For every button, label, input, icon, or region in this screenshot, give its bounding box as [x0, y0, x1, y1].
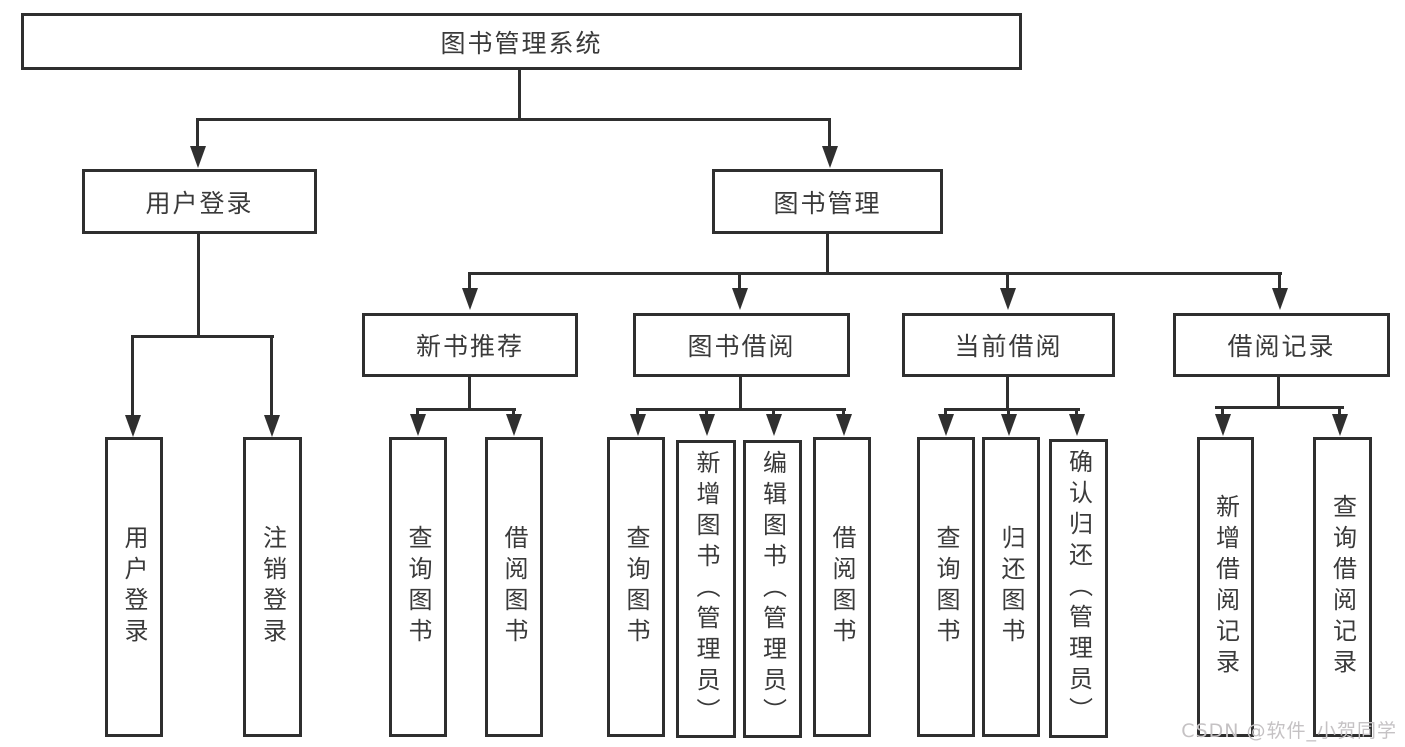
- connector-leaf-drop: [944, 408, 947, 416]
- connector-level3-rail: [468, 272, 1282, 275]
- leaf-query-book-current: 查询图书: [917, 437, 975, 737]
- leaf-logout-label: 注销登录: [258, 525, 287, 649]
- arrow-down-icon: [1001, 414, 1017, 436]
- connector-leaf-drop: [1221, 406, 1224, 416]
- leaf-return-book-label: 归还图书: [997, 525, 1025, 649]
- node-user-login-label: 用户登录: [145, 188, 254, 218]
- connector-leaf-drop: [1338, 406, 1341, 416]
- leaf-query-book-rec-label: 查询图书: [404, 525, 432, 649]
- leaf-edit-book-label: 编辑图书（管理员）: [758, 449, 787, 729]
- leaf-borrow-book-borrow: 借阅图书: [813, 437, 871, 737]
- node-current-borrow: 当前借阅: [902, 313, 1115, 377]
- arrow-down-icon: [462, 288, 478, 310]
- connector-leaf-drop: [636, 408, 639, 416]
- leaf-query-book-borrow: 查询图书: [607, 437, 665, 737]
- connector-level3-drop: [1278, 272, 1281, 290]
- arrow-down-icon: [1215, 414, 1231, 436]
- connector-leaf-drop: [131, 335, 134, 417]
- connector-leaf-drop: [842, 408, 845, 416]
- leaf-user-login: 用户登录: [105, 437, 163, 737]
- connector-book-mgmt-drop: [828, 118, 831, 148]
- connector-leaf-drop: [1007, 408, 1010, 416]
- arrow-down-icon: [630, 414, 646, 436]
- connector-new-book-rec-stem: [468, 377, 471, 410]
- arrow-down-icon: [1000, 288, 1016, 310]
- arrow-down-icon: [836, 414, 852, 436]
- node-book-borrow: 图书借阅: [633, 313, 850, 377]
- connector-book-borrow-rail: [636, 408, 846, 411]
- node-borrow-records: 借阅记录: [1173, 313, 1390, 377]
- connector-user-login-drop: [196, 118, 199, 148]
- connector-book-borrow-stem: [739, 377, 742, 410]
- node-new-book-rec-label: 新书推荐: [415, 332, 524, 361]
- connector-book-mgmt-stem: [826, 233, 829, 274]
- node-root-label: 图书管理系统: [440, 28, 603, 58]
- arrow-down-icon: [264, 415, 280, 437]
- node-root: 图书管理系统: [21, 13, 1022, 70]
- node-book-borrow-label: 图书借阅: [687, 332, 796, 361]
- node-book-mgmt-label: 图书管理: [773, 188, 882, 218]
- leaf-confirm-return-label: 确认归还（管理员）: [1064, 449, 1093, 728]
- connector-level3-drop: [738, 272, 741, 290]
- connector-new-book-rec-rail: [416, 408, 516, 411]
- leaf-borrow-book-rec-label: 借阅图书: [500, 525, 528, 649]
- leaf-add-book-label: 新增图书（管理员）: [692, 449, 720, 729]
- leaf-edit-book: 编辑图书（管理员）: [743, 440, 802, 738]
- leaf-add-borrow-record-label: 新增借阅记录: [1211, 494, 1240, 680]
- node-borrow-records-label: 借阅记录: [1227, 332, 1336, 361]
- leaf-return-book: 归还图书: [982, 437, 1040, 737]
- connector-leaf-drop: [705, 408, 708, 416]
- connector-current-borrow-rail: [944, 408, 1080, 411]
- arrow-down-icon: [1332, 414, 1348, 436]
- connector-leaf-drop: [1075, 408, 1078, 416]
- leaf-user-login-label: 用户登录: [120, 525, 148, 649]
- node-new-book-rec: 新书推荐: [362, 313, 578, 377]
- arrow-down-icon: [699, 414, 715, 436]
- arrow-down-icon: [190, 146, 206, 168]
- leaf-query-borrow-record-label: 查询借阅记录: [1328, 494, 1357, 680]
- connector-level3-drop: [468, 272, 471, 290]
- arrow-down-icon: [1272, 288, 1288, 310]
- leaf-borrow-book-rec: 借阅图书: [485, 437, 543, 737]
- connector-level3-drop: [1006, 272, 1009, 290]
- arrow-down-icon: [1069, 414, 1085, 436]
- arrow-down-icon: [938, 414, 954, 436]
- arrow-down-icon: [125, 415, 141, 437]
- arrow-down-icon: [506, 414, 522, 436]
- leaf-query-book-rec: 查询图书: [389, 437, 447, 737]
- node-user-login: 用户登录: [82, 169, 317, 234]
- connector-user-login-stem: [197, 233, 200, 335]
- arrow-down-icon: [732, 288, 748, 310]
- leaf-confirm-return: 确认归还（管理员）: [1049, 439, 1108, 738]
- leaf-add-borrow-record: 新增借阅记录: [1197, 437, 1254, 737]
- arrow-down-icon: [766, 414, 782, 436]
- connector-leaf-drop: [772, 408, 775, 416]
- connector-borrow-records-rail: [1215, 406, 1344, 409]
- leaf-query-borrow-record: 查询借阅记录: [1313, 437, 1372, 737]
- connector-level2-rail: [197, 118, 831, 121]
- arrow-down-icon: [822, 146, 838, 168]
- leaf-query-book-current-label: 查询图书: [932, 525, 960, 649]
- connector-leaf-drop: [512, 408, 515, 416]
- csdn-watermark: CSDN @软件_小贺同学: [1181, 720, 1397, 742]
- leaf-logout: 注销登录: [243, 437, 302, 737]
- leaf-add-book: 新增图书（管理员）: [676, 440, 736, 738]
- leaf-query-book-borrow-label: 查询图书: [622, 525, 650, 649]
- connector-leaf-drop: [270, 335, 273, 417]
- leaf-borrow-book-borrow-label: 借阅图书: [828, 525, 856, 649]
- connector-borrow-records-stem: [1277, 377, 1280, 408]
- arrow-down-icon: [410, 414, 426, 436]
- connector-user-login-rail: [131, 335, 274, 338]
- connector-root-stem: [518, 68, 521, 120]
- node-current-borrow-label: 当前借阅: [954, 332, 1063, 361]
- node-book-mgmt: 图书管理: [712, 169, 943, 234]
- connector-current-borrow-stem: [1006, 377, 1009, 410]
- connector-leaf-drop: [416, 408, 419, 416]
